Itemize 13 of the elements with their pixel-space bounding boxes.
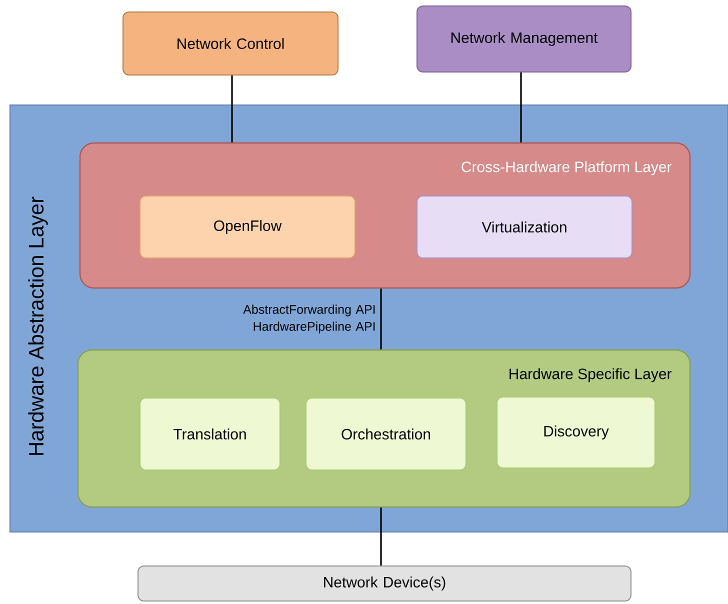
connector-line — [520, 72, 522, 142]
connector-line — [231, 76, 233, 142]
control-box: Network Control — [122, 12, 338, 76]
module-box: Translation — [140, 398, 280, 470]
edge-label: AbstractForwarding API HardwarePipeline API — [243, 304, 375, 334]
connector-line — [380, 288, 382, 350]
management-box: Network Management — [416, 6, 632, 72]
device-bar: Network Device(s) — [138, 566, 632, 602]
module-box: Virtualization — [416, 196, 632, 258]
connector-line — [380, 508, 382, 566]
module-box: Discovery — [496, 396, 656, 468]
module-box: OpenFlow — [140, 196, 356, 258]
module-box: Orchestration — [306, 398, 466, 470]
